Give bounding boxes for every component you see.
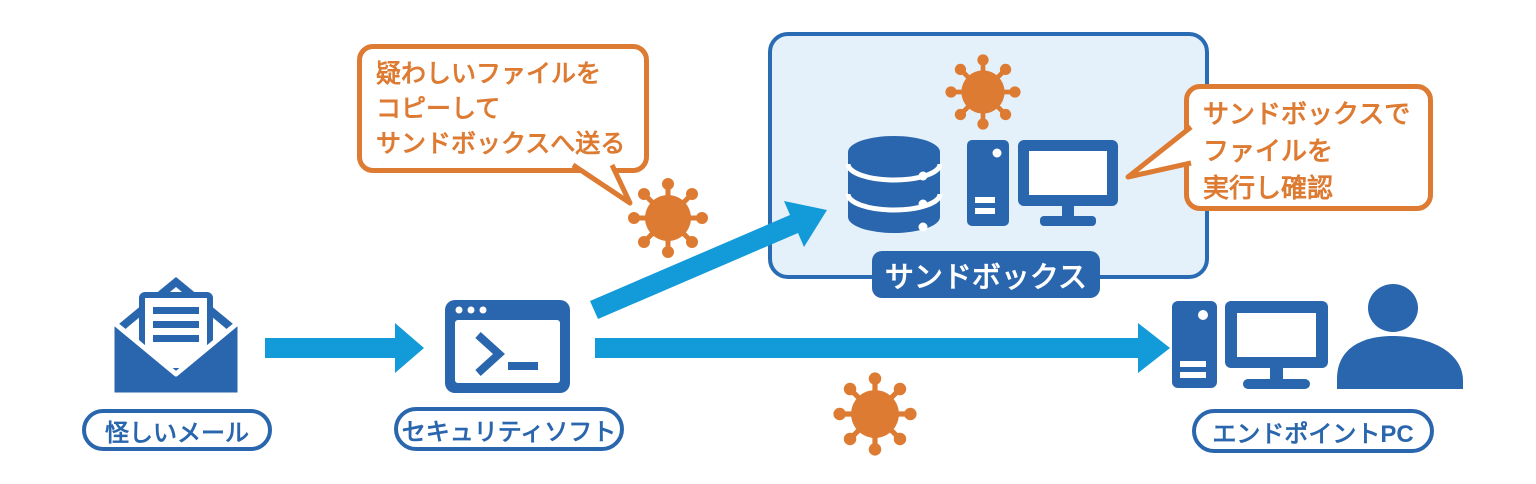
- email-node-label: 怪しいメール: [82, 409, 272, 451]
- callout-line: サンドボックスで: [1203, 99, 1411, 129]
- callout-run-in-sandbox: サンドボックスで ファイルを 実行し確認: [1184, 84, 1433, 211]
- endpoint-node-label: エンドポイントPC: [1192, 409, 1434, 453]
- callout-line: サンドボックスへ送る: [376, 130, 626, 158]
- terminal-window-icon: [445, 300, 570, 393]
- computer-tower-icon: [1172, 301, 1217, 388]
- server-icon: [967, 140, 1009, 226]
- virus-icon-near-sandbox-arrow: [628, 178, 708, 258]
- endpoint-monitor-icon: [1225, 301, 1328, 389]
- virus-icon-below-arrow: [833, 372, 917, 456]
- arrow-security-to-endpoint: [595, 323, 1170, 373]
- callout-line: 実行し確認: [1203, 173, 1334, 203]
- open-envelope-icon: [109, 277, 243, 398]
- monitor-icon: [1018, 140, 1118, 226]
- virus-icon-in-sandbox: [945, 54, 1021, 130]
- arrow-security-to-sandbox: [590, 201, 827, 319]
- callout-line: 疑わしいファイルを: [376, 60, 602, 88]
- security-software-node-label: セキュリティソフト: [394, 407, 624, 451]
- arrow-email-to-security: [265, 323, 424, 373]
- callout-line: コピーして: [376, 95, 501, 123]
- sandbox-label: サンドボックス: [872, 251, 1100, 298]
- user-icon: [1337, 284, 1463, 389]
- callout-line: ファイルを: [1203, 136, 1334, 166]
- callout-copy-to-sandbox: 疑わしいファイルを コピーして サンドボックスへ送る: [357, 44, 649, 173]
- database-icon: [845, 136, 943, 233]
